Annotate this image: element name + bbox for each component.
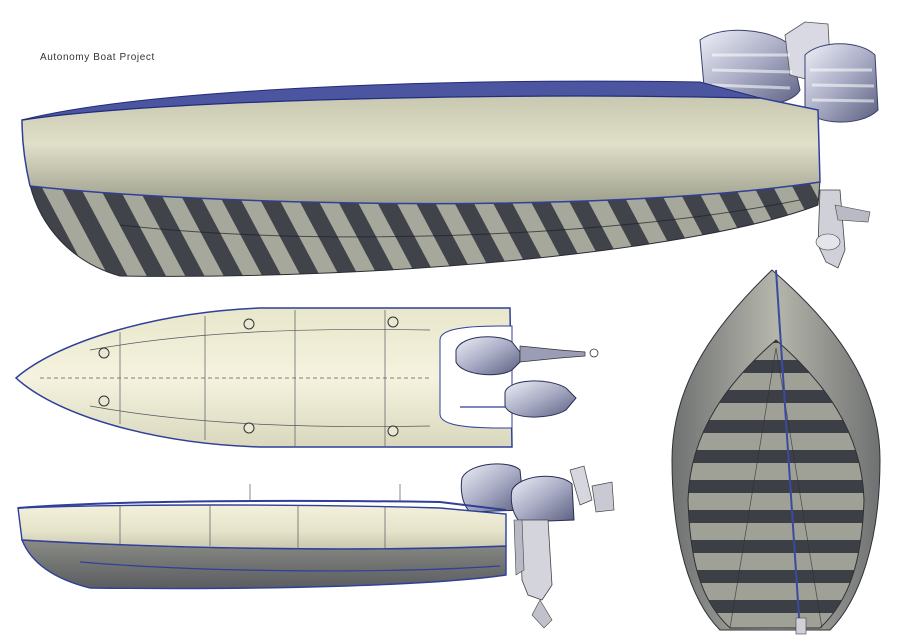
plan-hatch-covers: [98, 316, 399, 437]
perspective-deck-edge: [21, 80, 761, 121]
side-station-lines: [119, 484, 401, 548]
plan-hull-outline: [14, 307, 513, 448]
sheet-title: Autonomy Boat Project: [40, 52, 155, 63]
plan-view: [14, 307, 599, 448]
perspective-outboard-engines: [699, 21, 879, 123]
bow-view: [671, 269, 881, 635]
side-elevation-view: [17, 463, 615, 629]
perspective-view: [21, 21, 879, 277]
bow-stripes: [687, 339, 865, 629]
side-hull-topsides: [17, 504, 507, 550]
perspective-lower-unit: [815, 189, 871, 269]
bow-centerline: [775, 269, 801, 633]
perspective-hull-side: [21, 95, 821, 205]
side-outboard-engines: [460, 463, 615, 629]
plan-panel-lines: [40, 310, 431, 446]
plan-engines: [455, 336, 599, 418]
